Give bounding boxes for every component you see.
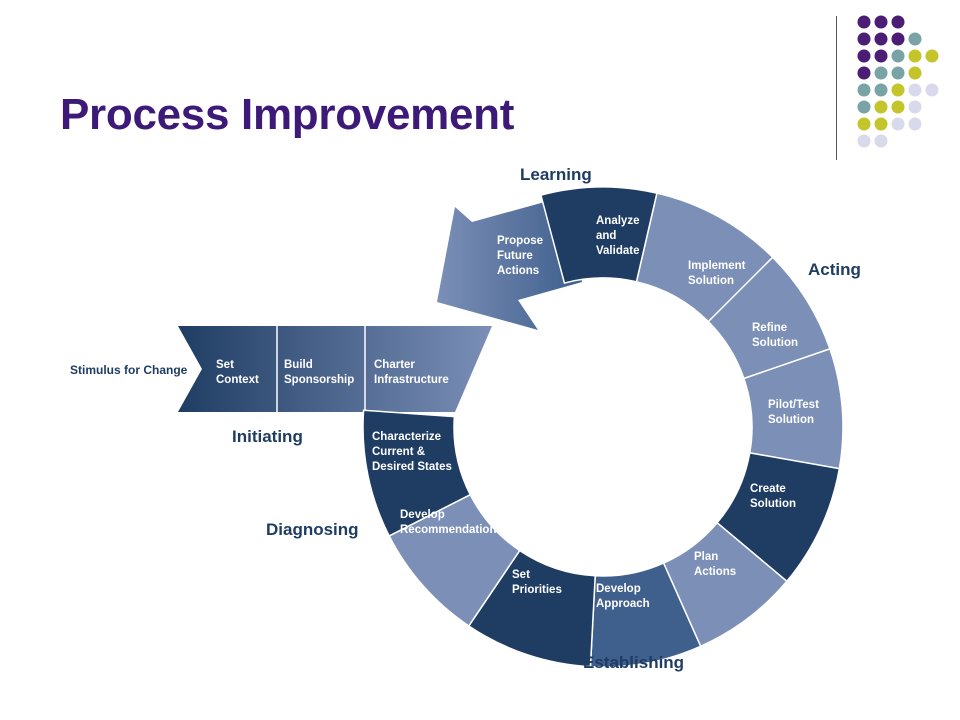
diagram-labels: Stimulus for Change Learning Acting Init…: [70, 165, 861, 672]
slide-title: Process Improvement: [60, 90, 515, 139]
label-line: Develop: [400, 509, 445, 521]
decorative-dot: [891, 66, 905, 80]
phase-label-learning: Learning: [520, 165, 592, 184]
phase-label-diagnosing: Diagnosing: [266, 520, 359, 539]
initiating-band-shape: [178, 326, 492, 412]
label-line: Create: [750, 483, 786, 495]
stimulus-label: Stimulus for Change: [70, 363, 188, 377]
segment-label-set-context: Set Context: [216, 359, 259, 386]
label-line: Priorities: [512, 584, 562, 596]
decorative-dot: [874, 100, 888, 114]
segment-label-implement-solution: Implement Solution: [688, 260, 749, 287]
decorative-dot: [857, 134, 871, 148]
decorative-dot: [874, 49, 888, 63]
label-line: Characterize: [372, 431, 441, 443]
learning-arrow-shape: [437, 195, 582, 330]
ring-segment: [362, 409, 472, 537]
label-line: Set: [512, 569, 530, 581]
segment-label-build-sponsorship: Build Sponsorship: [284, 359, 354, 386]
label-line: Context: [216, 374, 259, 386]
decorative-dot: [908, 32, 922, 46]
decorative-dot: [891, 15, 905, 29]
label-line: Plan: [694, 551, 718, 563]
decorative-dot: [908, 83, 922, 97]
label-line: Infrastructure: [374, 374, 449, 386]
label-line: Validate: [596, 245, 639, 257]
phase-label-acting: Acting: [808, 260, 861, 279]
decorative-dot: [908, 100, 922, 114]
decorative-dot: [891, 100, 905, 114]
decorative-dot: [857, 15, 871, 29]
decorative-dot: [874, 66, 888, 80]
decorative-dot: [857, 83, 871, 97]
decorative-dot: [874, 134, 888, 148]
segment-label-set-priorities: Set Priorities: [512, 569, 562, 596]
decorative-dot: [874, 117, 888, 131]
label-line: Current &: [372, 446, 425, 458]
header-divider: [836, 16, 837, 160]
decorative-dot: [891, 117, 905, 131]
cycle-ring: [362, 186, 844, 668]
segment-label-develop-approach: Develop Approach: [596, 583, 650, 610]
segment-label-propose-future-actions: Propose Future Actions: [497, 235, 546, 277]
segment-label-pilot-test-solution: Pilot/Test Solution: [768, 399, 822, 426]
phase-label-establishing: Establishing: [583, 653, 684, 672]
decorative-dot: [925, 49, 939, 63]
label-line: Recommendations: [400, 524, 503, 536]
label-line: Implement: [688, 260, 746, 272]
label-line: Solution: [768, 414, 814, 426]
decorative-dot: [874, 15, 888, 29]
phase-label-initiating: Initiating: [232, 427, 303, 446]
decorative-dot: [857, 117, 871, 131]
decorative-dot: [874, 32, 888, 46]
label-line: Develop: [596, 583, 641, 595]
label-line: Solution: [688, 275, 734, 287]
label-line: Actions: [694, 566, 736, 578]
label-line: and: [596, 230, 616, 242]
label-line: Set: [216, 359, 234, 371]
decorative-dot: [908, 66, 922, 80]
label-line: Analyze: [596, 215, 639, 227]
label-line: Desired States: [372, 461, 452, 473]
decorative-dot: [857, 100, 871, 114]
label-line: Build: [284, 359, 313, 371]
decorative-dot: [857, 49, 871, 63]
decorative-dot: [908, 49, 922, 63]
label-line: Refine: [752, 322, 787, 334]
segment-label-plan-actions: Plan Actions: [694, 551, 736, 578]
decorative-dot: [891, 32, 905, 46]
label-line: Solution: [750, 498, 796, 510]
label-line: Approach: [596, 598, 650, 610]
segment-label-create-solution: Create Solution: [750, 483, 796, 510]
label-line: Solution: [752, 337, 798, 349]
decorative-dot: [857, 32, 871, 46]
label-line: Pilot/Test: [768, 399, 819, 411]
segment-label-analyze-validate: Analyze and Validate: [596, 215, 643, 257]
segment-label-refine-solution: Refine Solution: [752, 322, 798, 349]
decorative-dot: [908, 117, 922, 131]
segment-label-develop-recommendations: Develop Recommendations: [400, 509, 503, 536]
decorative-dot: [857, 66, 871, 80]
label-line: Future: [497, 250, 533, 262]
decorative-dot: [925, 83, 939, 97]
segment-label-charter-infrastructure: Charter Infrastructure: [374, 359, 449, 386]
segment-label-characterize-states: Characterize Current & Desired States: [372, 431, 452, 473]
label-line: Sponsorship: [284, 374, 354, 386]
label-line: Actions: [497, 265, 539, 277]
label-line: Propose: [497, 235, 543, 247]
decorative-dot: [891, 49, 905, 63]
decorative-dot: [891, 83, 905, 97]
initiating-band: [178, 326, 492, 412]
decorative-dot: [874, 83, 888, 97]
label-line: Charter: [374, 359, 415, 371]
